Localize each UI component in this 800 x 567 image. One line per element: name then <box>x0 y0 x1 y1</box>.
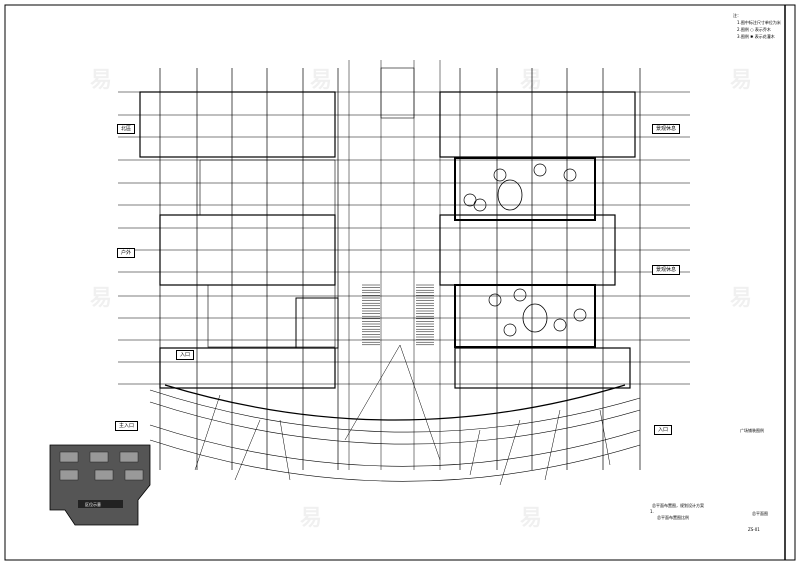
drawing-border <box>4 4 796 561</box>
legend-line: 1.图中标注尺寸单位为米 <box>737 20 781 25</box>
watermark: 易 <box>310 68 333 93</box>
watermark: 易 <box>300 506 323 531</box>
curved-road <box>149 389 641 433</box>
curved-road <box>149 401 641 445</box>
inset-building <box>119 451 139 463</box>
leader-line <box>344 344 401 441</box>
courtyard-garden <box>454 157 596 221</box>
pond <box>522 303 548 333</box>
tree-symbol <box>463 193 477 207</box>
leader-line <box>234 419 261 481</box>
tree-symbol <box>473 198 487 212</box>
label-left-bottom: 主入口 <box>115 421 139 431</box>
inset-building <box>59 451 79 463</box>
watermark: 易 <box>520 68 543 93</box>
sheet-title: 总平面图 <box>752 511 768 516</box>
leader-line <box>499 419 521 486</box>
label-right-top: 景观休息 <box>652 124 681 134</box>
tree-symbol <box>488 293 502 307</box>
tree-symbol <box>503 323 517 337</box>
inset-building <box>89 451 109 463</box>
legend-line: 2.图例 ○ 表示乔木 <box>737 27 771 32</box>
building-block <box>439 91 636 158</box>
tree-symbol <box>553 318 567 332</box>
inset-caption-bar <box>78 500 123 508</box>
watermark: 易 <box>730 68 753 93</box>
leader-line <box>194 394 221 471</box>
footer-note: 1. <box>650 509 654 514</box>
label-right-mid: 景观休息 <box>652 265 681 275</box>
courtyard-lawn <box>207 284 336 348</box>
tree-symbol <box>513 288 527 302</box>
label-left-mid: 户外 <box>117 248 136 258</box>
pond <box>497 179 523 211</box>
curved-road <box>149 439 641 482</box>
watermark: 易 <box>90 68 113 93</box>
label-right-bottom: 入口 <box>654 425 673 435</box>
tree-symbol <box>533 163 547 177</box>
building-block <box>139 91 336 158</box>
footer-note: 总平面布置图比例 <box>657 515 689 520</box>
building-block <box>159 347 336 389</box>
inset-site-map <box>49 444 151 526</box>
watermark: 易 <box>730 286 753 311</box>
tree-symbol <box>493 168 507 182</box>
watermark: 易 <box>520 506 543 531</box>
leader-line <box>599 409 611 466</box>
curved-road <box>149 424 641 467</box>
inset-building <box>124 469 144 481</box>
inset-building <box>59 469 79 481</box>
leader-line <box>399 344 441 461</box>
title-note: 注： <box>733 13 741 18</box>
building-block <box>454 347 631 389</box>
inset-building <box>94 469 114 481</box>
tree-symbol <box>563 168 577 182</box>
legend-line: 3.图例 ✱ 表示花灌木 <box>737 34 775 39</box>
leader-line <box>279 419 291 481</box>
plaza-edge <box>164 384 626 421</box>
label-left-top: 北區 <box>117 124 136 134</box>
courtyard-lawn <box>199 159 336 216</box>
leader-line <box>544 409 561 481</box>
label-left-low: 入口 <box>176 350 195 360</box>
sheet-number: ZS-01 <box>748 527 760 532</box>
footer-note: 总平面布置图，规划设计方案 <box>652 503 704 508</box>
watermark: 易 <box>90 286 113 311</box>
tree-symbol <box>573 308 587 322</box>
inset-caption: 区位示意 <box>85 502 101 507</box>
pavilion <box>295 297 339 349</box>
tower-outline <box>380 67 415 119</box>
right-side-note: 广场铺装图例 <box>740 428 764 433</box>
leader-line <box>469 429 481 476</box>
courtyard-garden <box>454 284 596 348</box>
